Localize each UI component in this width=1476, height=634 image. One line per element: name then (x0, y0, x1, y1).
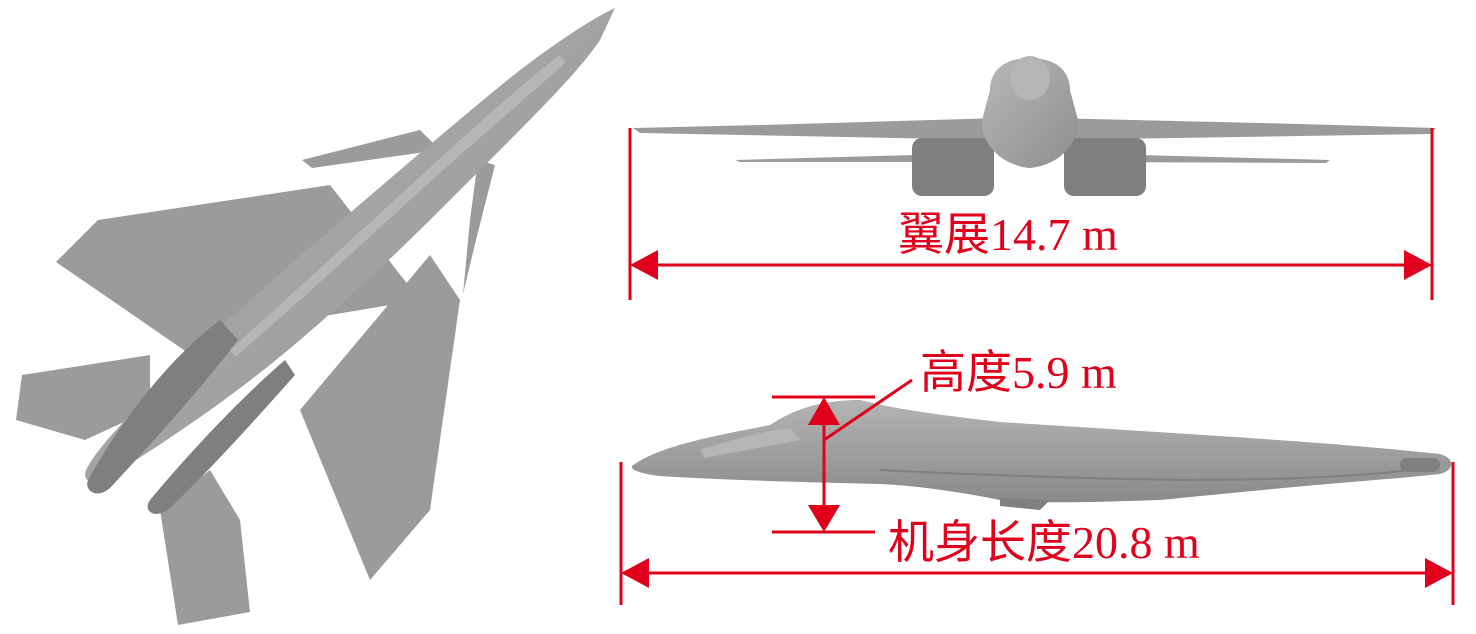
plan-right-wing (300, 255, 460, 580)
plan-main-wing (56, 185, 420, 368)
plan-canard (302, 130, 440, 168)
side-ventral-strake (1000, 498, 1050, 510)
wingspan-arrow-right (1404, 250, 1432, 280)
plan-spine-highlight (230, 55, 566, 356)
front-fuselage (981, 58, 1079, 168)
side-fuselage (631, 400, 1452, 503)
plan-engine-nacelle-left (87, 320, 239, 494)
height-arrow-bottom (808, 505, 840, 532)
plan-lower-tailplane (160, 470, 250, 625)
side-intake-line (879, 469, 1411, 482)
plan-left-tailplane (16, 355, 150, 440)
side-canopy (700, 428, 800, 458)
plan-fin (463, 160, 495, 294)
front-intake-right (1064, 138, 1146, 196)
front-tailplane-left (735, 154, 950, 162)
length-arrow-right (1425, 558, 1453, 588)
length-arrow-left (621, 558, 649, 588)
height-dimension (772, 378, 913, 534)
front-wing-right (1048, 118, 1436, 140)
front-view (633, 56, 1436, 196)
plan-view (16, 8, 615, 625)
front-canopy (1010, 56, 1050, 100)
length-label: 机身长度20.8 m (888, 517, 1200, 568)
wingspan-dimension (628, 128, 1434, 300)
wingspan-label: 翼展14.7 m (898, 209, 1118, 260)
height-leader (823, 378, 913, 442)
side-view (631, 400, 1452, 510)
plan-engine-nacelle-right (147, 360, 295, 514)
wingspan-arrow-left (630, 250, 658, 280)
length-dimension (619, 462, 1455, 605)
height-label: 高度5.9 m (920, 347, 1117, 398)
front-tailplane-right (1100, 154, 1330, 163)
front-wing-left (633, 118, 1000, 140)
front-intake-left (912, 138, 994, 196)
height-arrow-top (808, 397, 840, 425)
side-tailcone (1400, 458, 1440, 472)
